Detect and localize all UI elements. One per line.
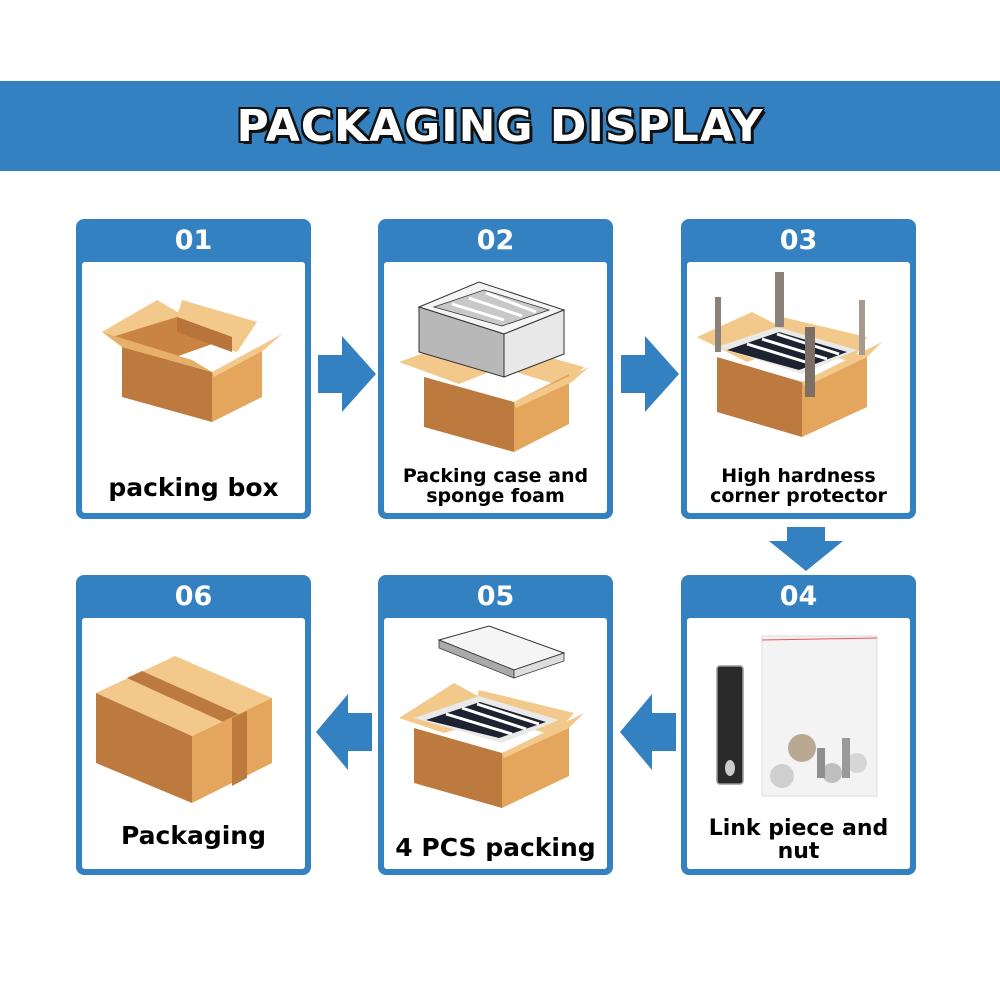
step-number: 02 bbox=[476, 225, 515, 256]
step-card-05: 05 4 PCS packing bbox=[378, 575, 613, 875]
step-body: packing box bbox=[82, 262, 305, 513]
arrow-right-icon bbox=[621, 336, 679, 412]
hardware-bag-icon bbox=[716, 635, 878, 797]
step-label: Packing case and sponge foam bbox=[384, 465, 607, 508]
step-card-06: 06 Packaging bbox=[76, 575, 311, 875]
header-banner: PACKAGING DISPLAY bbox=[0, 81, 1000, 171]
step-body: 4 PCS packing bbox=[384, 618, 607, 869]
step-label: 4 PCS packing bbox=[395, 832, 596, 862]
step-label-line2: nut bbox=[777, 838, 820, 864]
corner-protector-box-icon bbox=[697, 272, 882, 437]
step-number: 04 bbox=[779, 581, 818, 612]
step-label-line1: Link piece and bbox=[708, 815, 889, 841]
sealed-box-icon bbox=[96, 656, 272, 803]
step-label-line2: sponge foam bbox=[426, 485, 565, 508]
step-label: packing box bbox=[108, 472, 279, 502]
step-label: Packaging bbox=[121, 820, 266, 850]
step-number: 01 bbox=[174, 225, 213, 256]
step-number: 03 bbox=[779, 225, 818, 256]
step-label: High hardness corner protector bbox=[687, 465, 910, 508]
step-card-04: 04 Link piece and nut bbox=[681, 575, 916, 875]
step-label: Link piece and nut bbox=[687, 817, 910, 863]
step-number: 05 bbox=[476, 581, 515, 612]
step-card-01: 01 packing box bbox=[76, 219, 311, 519]
step-number: 06 bbox=[174, 581, 213, 612]
four-pcs-box-icon bbox=[399, 625, 584, 808]
arrow-left-icon bbox=[620, 694, 676, 770]
arrow-left-icon bbox=[316, 694, 372, 770]
open-box-icon bbox=[102, 300, 282, 422]
step-label-line2: corner protector bbox=[710, 485, 887, 508]
arrow-right-icon bbox=[318, 336, 376, 412]
step-body: Link piece and nut bbox=[687, 618, 910, 869]
arrow-down-icon bbox=[769, 527, 843, 571]
step-label-line1: High hardness bbox=[721, 465, 876, 488]
foam-case-in-box-icon bbox=[399, 281, 589, 452]
step-card-03: 03 High hardness corner protector bbox=[681, 219, 916, 519]
step-body: High hardness corner protector bbox=[687, 262, 910, 513]
step-label-line1: Packing case and bbox=[402, 465, 589, 488]
step-body: Packing case and sponge foam bbox=[384, 262, 607, 513]
page-title: PACKAGING DISPLAY bbox=[236, 100, 764, 152]
step-body: Packaging bbox=[82, 618, 305, 869]
step-card-02: 02 Packing case and sponge foam bbox=[378, 219, 613, 519]
